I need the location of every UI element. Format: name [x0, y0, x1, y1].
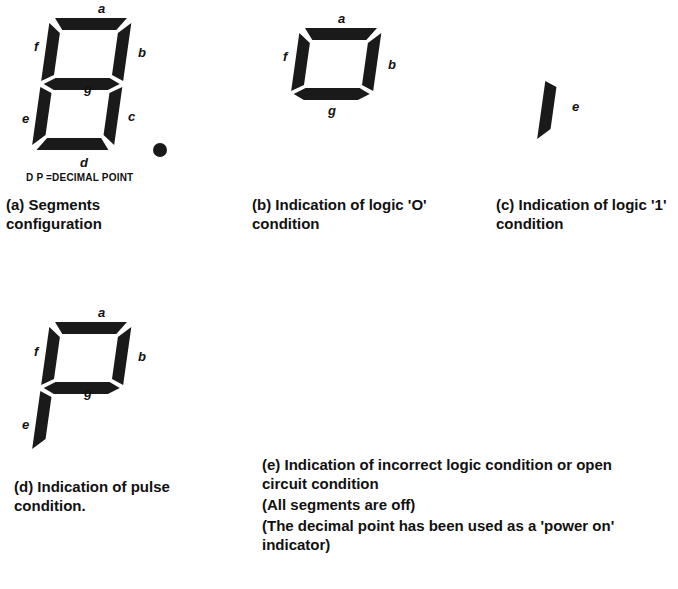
segment-letter: f [283, 50, 287, 63]
decimal-point-note: D P =DECIMAL POINT [26, 172, 133, 183]
segment-letter: f [34, 40, 38, 53]
figure-caption: (a) Segments configuration [6, 196, 156, 234]
segment-letter: b [138, 350, 146, 363]
segment-letter: g [84, 82, 92, 95]
digit-all-segments [31, 18, 132, 150]
segment-letter: g [328, 104, 336, 117]
segment-letter: a [98, 306, 105, 319]
digit-pulse [32, 322, 132, 449]
digit-logic-0 [290, 28, 382, 100]
figure-caption: (d) Indication of pulse condition. [14, 478, 174, 516]
segment-letter: b [388, 58, 396, 71]
figure-note: (All segments are off) [262, 496, 622, 515]
segment-letter: a [98, 2, 105, 15]
segment-letter: e [22, 418, 29, 431]
segment-letter: g [84, 386, 92, 399]
segment-letter: f [34, 345, 38, 358]
figure-caption: (b) Indication of logic 'O' condition [252, 196, 442, 234]
segment-letter: a [338, 12, 345, 25]
segment-letter: e [572, 100, 579, 113]
segment-letter: c [128, 110, 135, 123]
segment-letter: b [138, 46, 146, 59]
decimal-point [153, 143, 167, 157]
figure-caption: (e) Indication of incorrect logic condit… [262, 456, 622, 494]
figure-caption: (c) Indication of logic '1' condition [496, 196, 671, 234]
figure-note: (The decimal point has been used as a 'p… [262, 517, 622, 555]
segment-letter: e [22, 112, 29, 125]
digit-logic-1 [537, 81, 557, 139]
segment-letter: d [80, 156, 88, 169]
